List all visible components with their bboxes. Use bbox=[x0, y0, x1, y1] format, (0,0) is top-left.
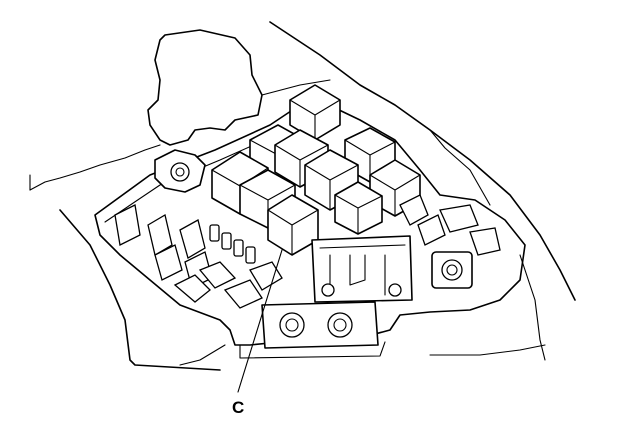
relay-group bbox=[211, 84, 421, 256]
center-fuse-block bbox=[311, 235, 413, 303]
callout-c: C bbox=[232, 249, 283, 417]
bottom-terminal-block bbox=[261, 301, 379, 349]
left-fuse-slots bbox=[114, 204, 283, 309]
callout-label-c: C bbox=[232, 398, 244, 417]
relay-top bbox=[289, 84, 341, 141]
body-panel-outline bbox=[29, 21, 576, 371]
right-fuse-slots bbox=[399, 194, 501, 289]
callout-leader-line bbox=[237, 249, 283, 393]
terminal-bolt-left bbox=[279, 312, 305, 338]
mounting-bracket bbox=[154, 149, 206, 193]
terminal-bolt-right bbox=[327, 312, 353, 338]
relay-9 bbox=[334, 181, 383, 235]
